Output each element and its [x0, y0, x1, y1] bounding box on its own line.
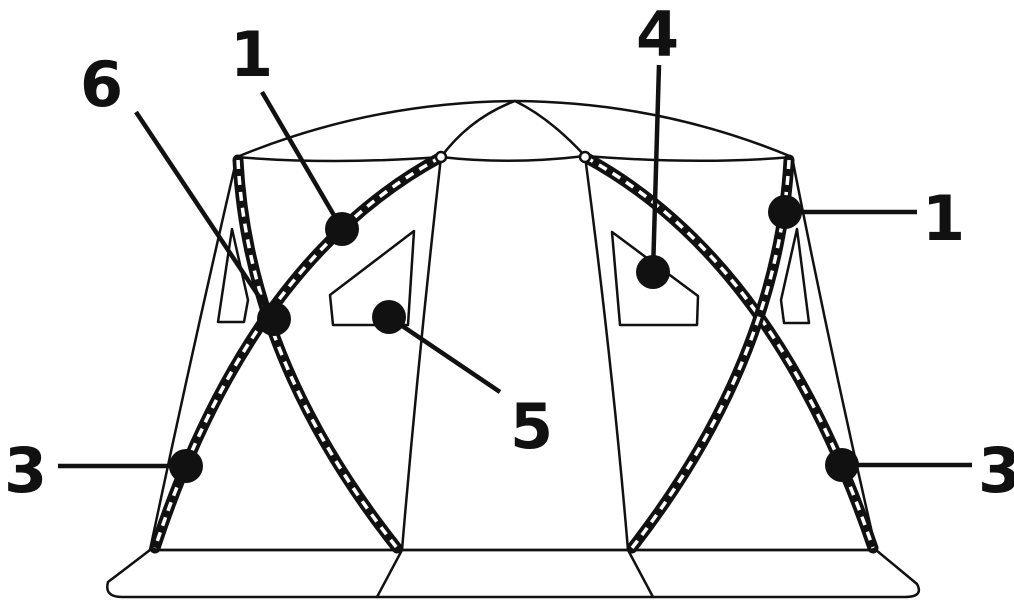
callout-labels: 1 1 3 3 4 5 6: [4, 0, 1014, 507]
tent-skirt: [106, 548, 921, 599]
leader-lines: [58, 64, 972, 469]
callout-dot-4: [636, 255, 670, 289]
window-side-left: [216, 227, 250, 324]
tent-body: [148, 154, 878, 552]
callout-label-1-top: 1: [230, 18, 273, 91]
tent-frame-poles: [149, 151, 879, 554]
callout-label-1-right: 1: [922, 182, 965, 255]
callout-dot-1-left: [325, 212, 359, 246]
callout-dot-3-left: [169, 449, 203, 483]
callout-label-5: 5: [510, 390, 553, 463]
tent-windows: [216, 227, 811, 327]
pole-tips: [434, 150, 592, 164]
callout-label-3-right: 3: [978, 434, 1014, 507]
callout-dot-5: [372, 300, 406, 334]
callout-label-4: 4: [636, 0, 679, 71]
callout-label-3-left: 3: [4, 434, 47, 507]
window-side-right: [779, 227, 811, 325]
tent-roof: [235, 99, 794, 163]
callout-dot-6: [257, 302, 291, 336]
callout-dots: [169, 195, 859, 483]
callout-dot-3-right: [825, 448, 859, 482]
callout-label-6: 6: [80, 48, 123, 121]
callout-dot-1-right: [768, 195, 802, 229]
